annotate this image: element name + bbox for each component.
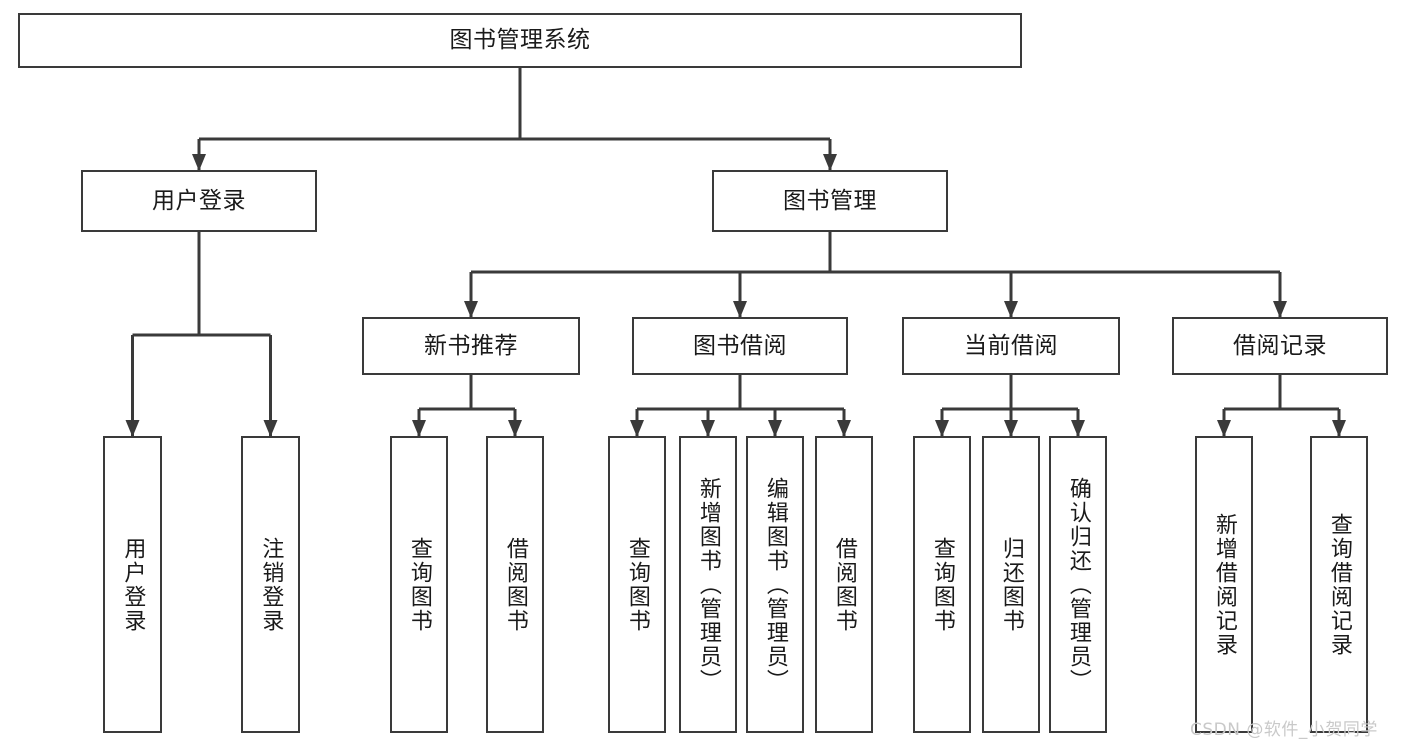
leaf-borrow-add-book-admin[interactable]: 新增图书（管理员） (679, 436, 737, 733)
leaf-borrow-query-book[interactable]: 查询图书 (608, 436, 666, 733)
leaf-current-return-book[interactable]: 归还图书 (982, 436, 1040, 733)
node-label: 借阅图书 (502, 536, 528, 633)
leaf-borrow-borrow-book[interactable]: 借阅图书 (815, 436, 873, 733)
watermark: CSDN @软件_小贺同学 (1190, 720, 1378, 740)
node-user-login[interactable]: 用户登录 (81, 170, 317, 232)
node-label: 图书管理系统 (449, 27, 591, 54)
node-book-management[interactable]: 图书管理 (712, 170, 948, 232)
node-label: 用户登录 (152, 187, 246, 214)
leaf-user-login[interactable]: 用户登录 (103, 436, 162, 733)
leaf-record-query-borrow-record[interactable]: 查询借阅记录 (1310, 436, 1368, 733)
node-label: 新增借阅记录 (1211, 512, 1237, 657)
node-label: 图书借阅 (693, 332, 787, 359)
node-label: 新书推荐 (424, 332, 518, 359)
node-label: 查询图书 (929, 536, 955, 633)
node-label: 注销登录 (258, 536, 284, 633)
node-label: 查询借阅记录 (1326, 512, 1352, 657)
leaf-user-logout[interactable]: 注销登录 (241, 436, 300, 733)
node-label: 查询图书 (624, 536, 650, 633)
node-label: 归还图书 (998, 536, 1024, 633)
node-label: 图书管理 (783, 187, 877, 214)
leaf-recommend-borrow-book[interactable]: 借阅图书 (486, 436, 544, 733)
leaf-current-query-book[interactable]: 查询图书 (913, 436, 971, 733)
node-label: 确认归还（管理员） (1065, 476, 1091, 693)
node-label: 借阅记录 (1233, 332, 1327, 359)
node-label: 查询图书 (406, 536, 432, 633)
node-label: 用户登录 (120, 536, 146, 633)
node-label: 借阅图书 (831, 536, 857, 633)
node-label: 当前借阅 (964, 332, 1058, 359)
node-current-borrowing[interactable]: 当前借阅 (902, 317, 1120, 375)
node-label: 新增图书（管理员） (695, 476, 721, 693)
leaf-recommend-query-book[interactable]: 查询图书 (390, 436, 448, 733)
leaf-record-add-borrow-record[interactable]: 新增借阅记录 (1195, 436, 1253, 733)
node-borrowing-record[interactable]: 借阅记录 (1172, 317, 1388, 375)
node-root-book-management-system[interactable]: 图书管理系统 (18, 13, 1022, 68)
leaf-current-confirm-return-admin[interactable]: 确认归还（管理员） (1049, 436, 1107, 733)
node-book-borrowing[interactable]: 图书借阅 (632, 317, 848, 375)
node-label: 编辑图书（管理员） (762, 476, 788, 693)
leaf-borrow-edit-book-admin[interactable]: 编辑图书（管理员） (746, 436, 804, 733)
node-new-book-recommendation[interactable]: 新书推荐 (362, 317, 580, 375)
